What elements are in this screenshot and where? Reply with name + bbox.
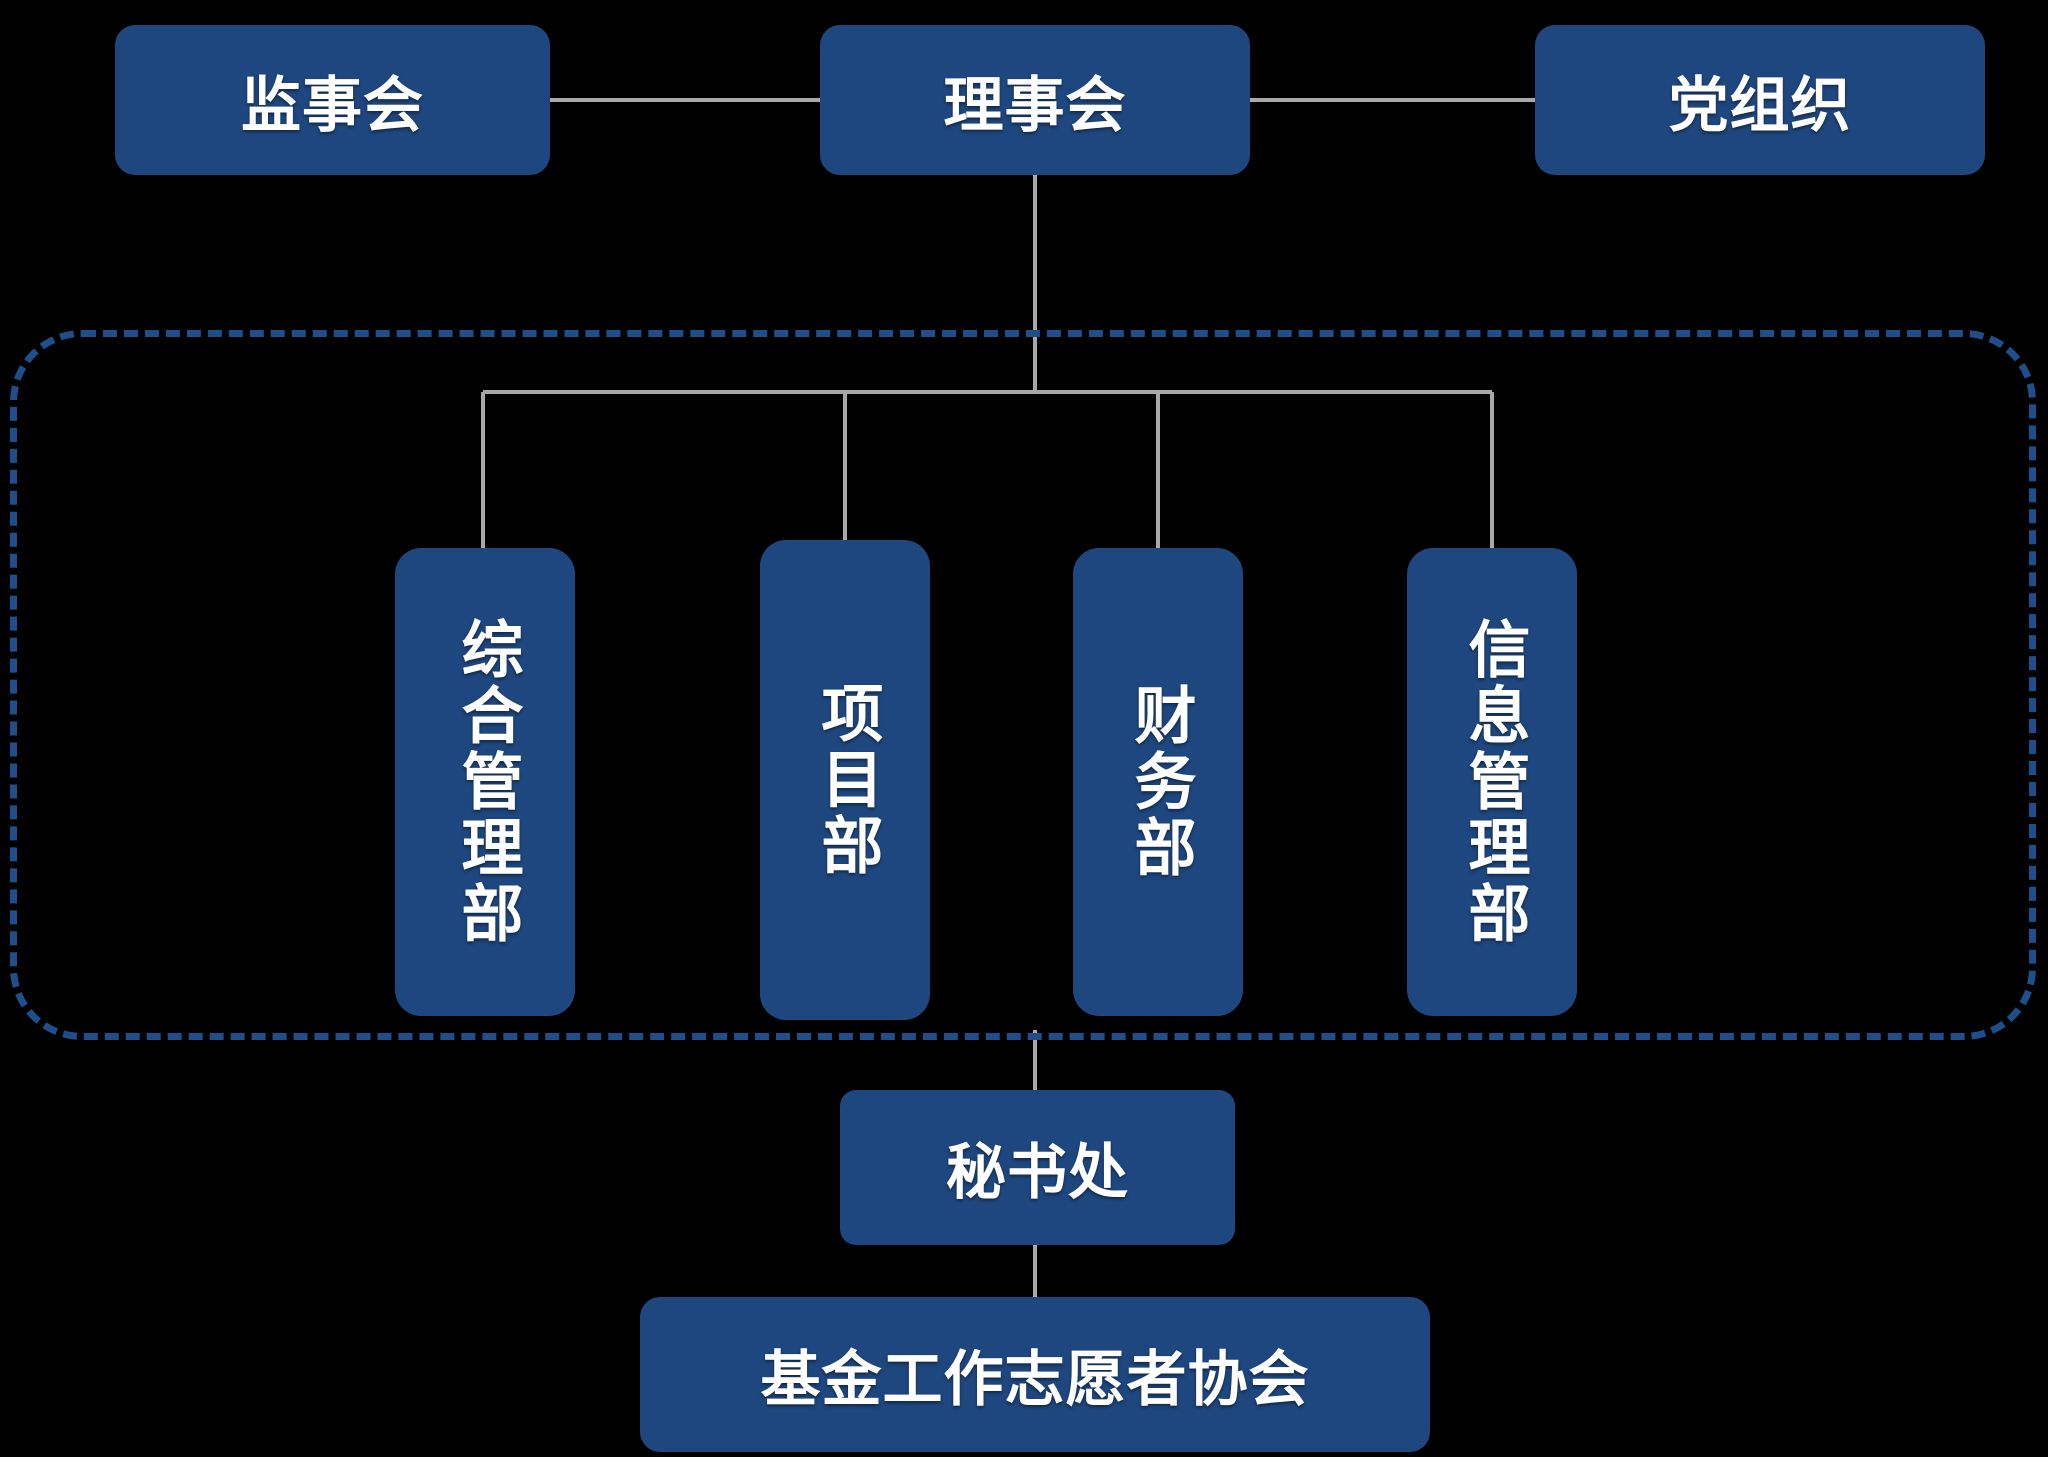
node-department-project[interactable]: 项目部 xyxy=(760,540,930,1020)
node-department-finance[interactable]: 财务部 xyxy=(1073,548,1243,1016)
node-department-information-management[interactable]: 信息管理部 xyxy=(1407,548,1577,1016)
node-secretariat[interactable]: 秘书处 xyxy=(840,1090,1235,1245)
node-volunteer-association[interactable]: 基金工作志愿者协会 xyxy=(640,1297,1430,1452)
node-department-general-management[interactable]: 综合管理部 xyxy=(395,548,575,1016)
departments-group-boundary xyxy=(10,330,2036,1040)
node-supervisory-board[interactable]: 监事会 xyxy=(115,25,550,175)
node-board-of-directors[interactable]: 理事会 xyxy=(820,25,1250,175)
node-party-organization[interactable]: 党组织 xyxy=(1535,25,1985,175)
